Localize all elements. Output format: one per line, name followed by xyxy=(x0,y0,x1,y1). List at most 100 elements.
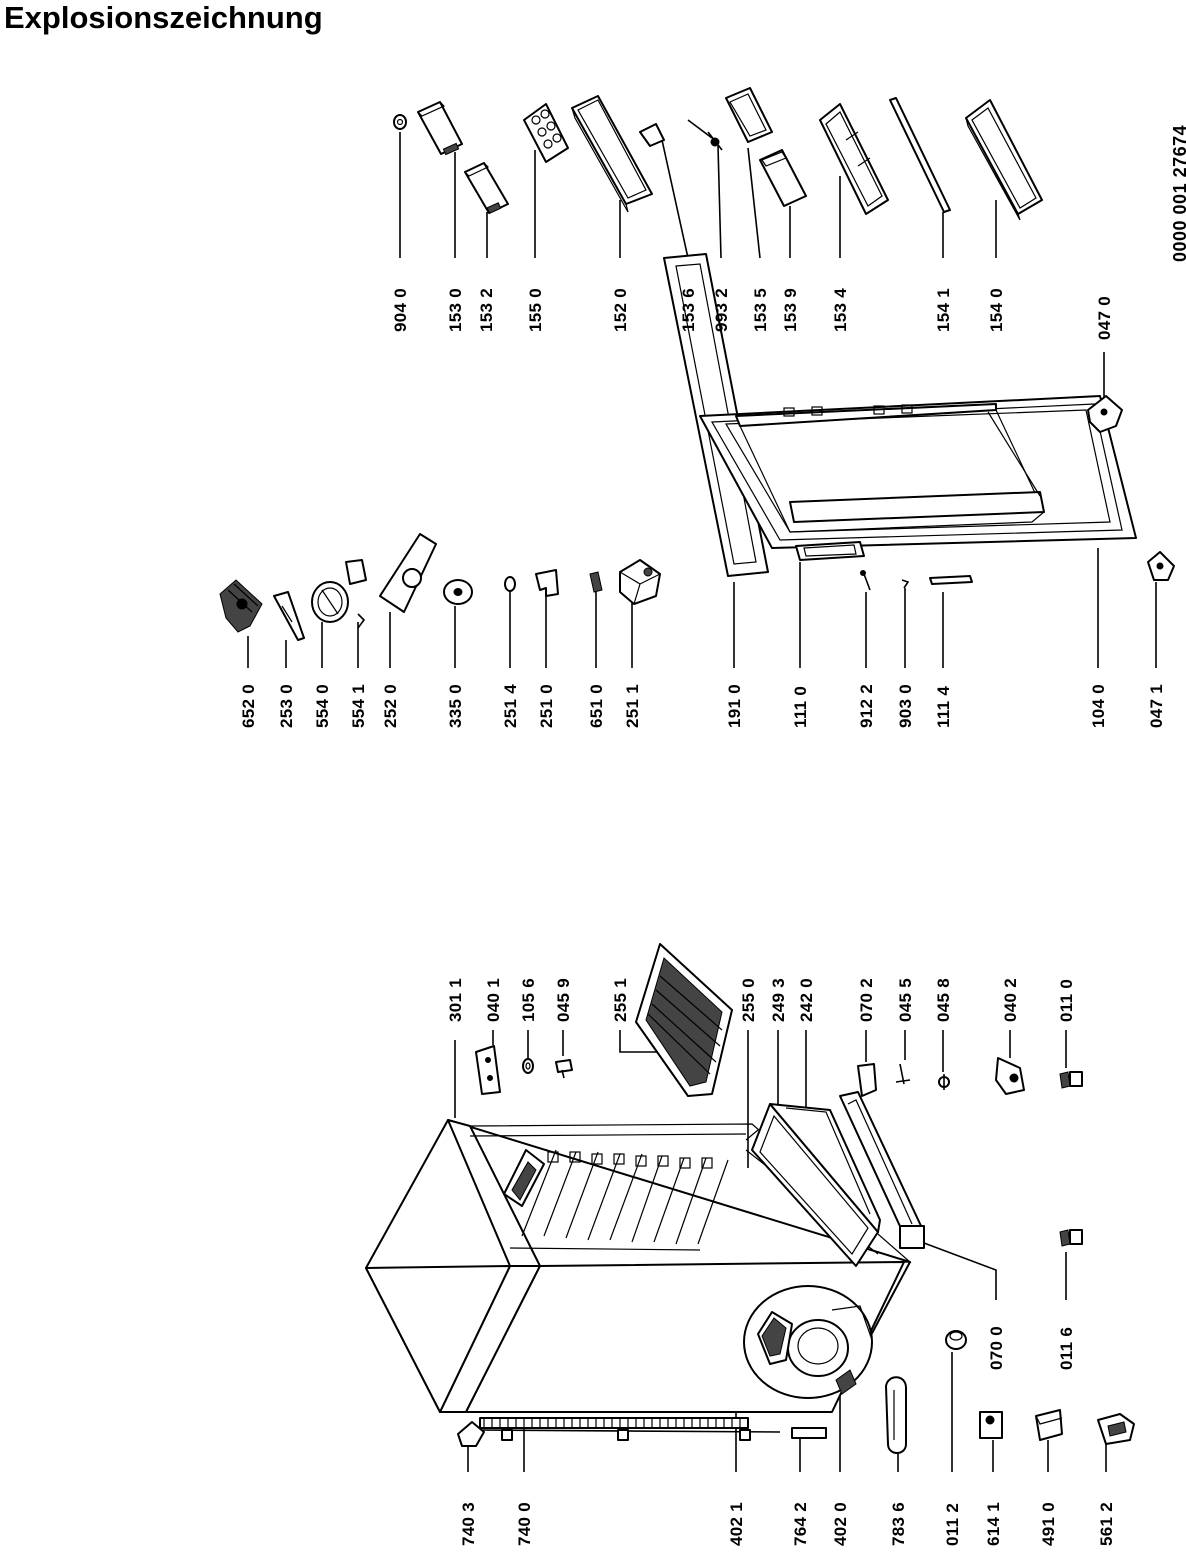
part-label-153-0: 153 0 xyxy=(446,287,465,332)
part-111-4-drawing xyxy=(929,575,973,585)
part-label-651-0: 651 0 xyxy=(587,683,606,728)
part-614-1-drawing xyxy=(979,1411,1003,1439)
part-155-0-drawing xyxy=(523,103,569,163)
part-111-0-drawing xyxy=(795,541,865,561)
part-label-251-0: 251 0 xyxy=(537,683,556,728)
part-label-105-6: 105 6 xyxy=(519,977,538,1022)
part-label-045-5: 045 5 xyxy=(896,977,915,1022)
part-255-0-drawing xyxy=(745,1129,759,1141)
part-label-111-4: 111 4 xyxy=(934,685,953,728)
part-label-255-0: 255 0 xyxy=(739,977,758,1022)
part-label-154-1: 154 1 xyxy=(934,287,953,332)
part-label-904-0: 904 0 xyxy=(391,287,410,332)
part-152-0-drawing xyxy=(571,95,653,213)
part-label-783-6: 783 6 xyxy=(889,1501,908,1546)
part-904-0-drawing xyxy=(393,114,407,130)
part-label-070-0: 070 0 xyxy=(987,1325,1006,1370)
part-047-1-drawing xyxy=(1147,551,1175,581)
part-040-1-drawing xyxy=(475,1045,501,1095)
part-label-111-0: 111 0 xyxy=(791,685,810,728)
part-label-155-0: 155 0 xyxy=(526,287,545,332)
part-label-253-0: 253 0 xyxy=(277,683,296,728)
part-154-1-drawing xyxy=(889,97,951,213)
part-label-152-0: 152 0 xyxy=(611,287,630,332)
part-label-993-2: 993 2 xyxy=(712,287,731,332)
part-label-011-0: 011 0 xyxy=(1057,978,1076,1022)
part-070-2-drawing xyxy=(857,1063,877,1097)
part-label-903-0: 903 0 xyxy=(896,683,915,728)
part-153-4-drawing xyxy=(819,103,889,215)
part-251-0-drawing xyxy=(535,569,559,597)
part-252-0-drawing xyxy=(379,533,437,613)
part-label-301-1: 301 1 xyxy=(446,977,465,1022)
part-label-070-2: 070 2 xyxy=(857,977,876,1022)
part-491-0-drawing xyxy=(1035,1409,1063,1441)
part-label-251-1: 251 1 xyxy=(623,683,642,728)
part-label-335-0: 335 0 xyxy=(446,683,465,728)
part-255-1-drawing xyxy=(635,943,733,1097)
part-label-740-0: 740 0 xyxy=(515,1501,534,1546)
part-040-2-drawing xyxy=(995,1057,1025,1095)
part-label-242-0: 242 0 xyxy=(797,977,816,1022)
part-764-2-drawing xyxy=(791,1427,827,1439)
part-label-011-2: 011 2 xyxy=(943,1502,962,1546)
part-153-2-drawing xyxy=(463,162,509,214)
part-251-4-drawing xyxy=(504,576,516,592)
part-993-2-drawing xyxy=(687,119,723,151)
part-label-491-0: 491 0 xyxy=(1039,1501,1058,1546)
part-label-045-8: 045 8 xyxy=(934,977,953,1022)
part-label-154-0: 154 0 xyxy=(987,287,1006,332)
part-105-6-drawing xyxy=(522,1058,534,1074)
part-label-402-1: 402 1 xyxy=(727,1501,746,1546)
part-label-740-3: 740 3 xyxy=(459,1501,478,1546)
part-label-554-0: 554 0 xyxy=(313,683,332,728)
part-740-3-drawing xyxy=(457,1421,485,1447)
part-335-0-drawing xyxy=(443,579,473,605)
part-070-0-drawing xyxy=(839,1091,925,1249)
part-104-0-drawing xyxy=(699,395,1137,549)
part-251-1-drawing xyxy=(619,559,661,605)
part-153-6-drawing xyxy=(639,123,665,147)
part-652-0-drawing xyxy=(219,579,263,633)
part-561-2-drawing xyxy=(1097,1413,1135,1445)
diagram-title: Explosionszeichnung xyxy=(4,0,323,35)
part-011-6-drawing xyxy=(1059,1229,1083,1247)
part-651-0-drawing xyxy=(589,571,603,593)
part-label-045-9: 045 9 xyxy=(554,977,573,1022)
part-label-047-0: 047 0 xyxy=(1095,295,1114,340)
part-label-153-2: 153 2 xyxy=(477,287,496,332)
part-253-0-drawing xyxy=(273,591,305,641)
part-label-191-0: 191 0 xyxy=(725,683,744,728)
part-740-0-drawing xyxy=(479,1417,781,1441)
part-label-104-0: 104 0 xyxy=(1089,683,1108,728)
part-label-249-3: 249 3 xyxy=(769,977,788,1022)
part-903-0-drawing xyxy=(901,579,910,589)
part-045-5-drawing xyxy=(895,1063,911,1085)
part-label-153-9: 153 9 xyxy=(781,287,800,332)
part-011-2-drawing xyxy=(945,1330,967,1350)
part-label-912-2: 912 2 xyxy=(857,683,876,728)
part-label-402-0: 402 0 xyxy=(831,1501,850,1546)
part-047-0-drawing xyxy=(1087,395,1123,433)
part-label-554-1: 554 1 xyxy=(349,683,368,728)
part-label-652-0: 652 0 xyxy=(239,683,258,728)
part-154-0-drawing xyxy=(965,99,1043,221)
part-011-0-drawing xyxy=(1059,1071,1083,1089)
part-153-0-drawing xyxy=(416,101,463,156)
part-label-255-1: 255 1 xyxy=(611,977,630,1022)
part-label-561-2: 561 2 xyxy=(1097,1501,1116,1546)
part-label-614-1: 614 1 xyxy=(984,1501,1003,1546)
part-242-0-drawing xyxy=(769,1103,881,1233)
part-label-252-0: 252 0 xyxy=(381,683,400,728)
part-label-040-1: 040 1 xyxy=(484,977,503,1022)
part-402-1-drawing xyxy=(757,1311,793,1365)
part-label-153-5: 153 5 xyxy=(751,287,770,332)
part-783-6-drawing xyxy=(885,1376,907,1454)
part-label-047-1: 047 1 xyxy=(1147,683,1166,728)
part-554-1-drawing xyxy=(345,559,367,629)
part-label-251-4: 251 4 xyxy=(501,683,520,728)
part-label-764-2: 764 2 xyxy=(791,1501,810,1546)
part-554-0-drawing xyxy=(311,581,349,623)
part-label-153-4: 153 4 xyxy=(831,287,850,332)
part-label-011-6: 011 6 xyxy=(1057,1326,1076,1370)
